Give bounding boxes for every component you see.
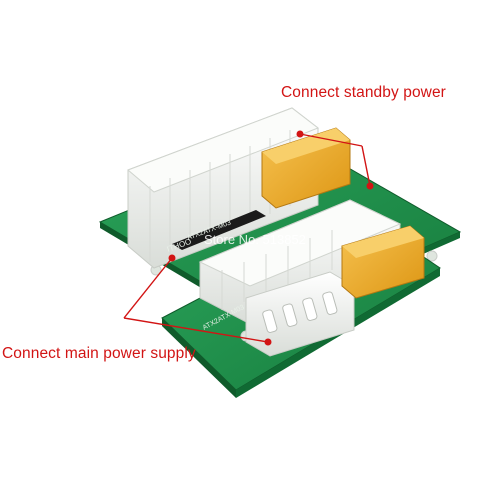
back-relay — [261, 127, 351, 209]
callout-main — [123, 254, 272, 346]
store-watermark: Store No. 513852 — [204, 232, 306, 247]
back-24pin-connector — [127, 107, 320, 269]
front-24pin-connector — [198, 199, 402, 325]
front-relay — [341, 225, 425, 299]
front-adapter-board: ATX2ATX-M03 — [161, 199, 441, 398]
main-power-label: Connect main power supply — [2, 345, 196, 362]
front-molex-connector — [245, 271, 355, 357]
standby-power-label: Connect standby power — [281, 84, 446, 101]
callout-standby — [296, 130, 374, 190]
